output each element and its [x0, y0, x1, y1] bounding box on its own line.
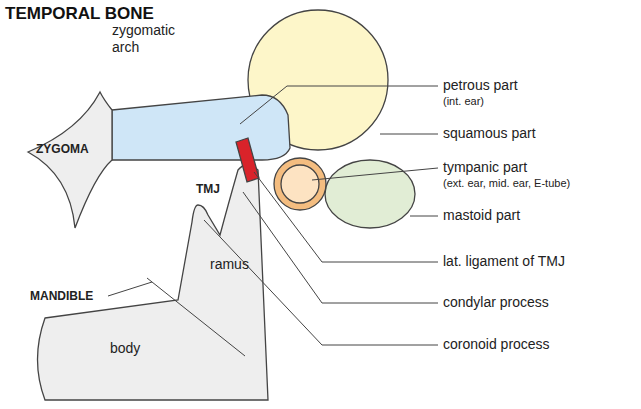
- part-label: zygomatic arch: [112, 22, 182, 56]
- part-label: squamous part: [443, 125, 536, 142]
- part-label: MANDIBLE: [30, 289, 93, 303]
- leader-line: [243, 192, 438, 303]
- part-label: lat. ligament of TMJ: [443, 253, 565, 270]
- leader-line: [312, 168, 438, 180]
- tympanic-part: [274, 158, 326, 210]
- part-label: ramus: [210, 256, 249, 273]
- part-label: mastoid part: [443, 207, 520, 224]
- leader-line: [240, 86, 438, 124]
- part-label: condylar process: [443, 294, 549, 311]
- part-label: (ext. ear, mid. ear, E-tube): [443, 177, 570, 190]
- leader-line: [108, 282, 152, 296]
- part-label: petrous part: [443, 77, 518, 94]
- part-label: TMJ: [196, 182, 220, 196]
- mandible: [38, 165, 269, 400]
- part-label: body: [110, 340, 140, 357]
- part-label: ZYGOMA: [36, 142, 89, 156]
- lateral-ligament: [236, 138, 259, 182]
- diagram-title: TEMPORAL BONE: [5, 4, 154, 24]
- part-label: coronoid process: [443, 336, 550, 353]
- leader-line: [204, 220, 438, 345]
- ramus-body-divider: [147, 278, 245, 356]
- zygoma: [28, 92, 112, 228]
- tympanic-inner: [281, 165, 319, 203]
- leader-line: [380, 134, 438, 135]
- part-label: tympanic part: [443, 159, 527, 176]
- part-label: (int. ear): [443, 95, 484, 108]
- leader-line: [254, 172, 438, 262]
- leader-line: [410, 216, 438, 217]
- mastoid-part: [325, 160, 415, 228]
